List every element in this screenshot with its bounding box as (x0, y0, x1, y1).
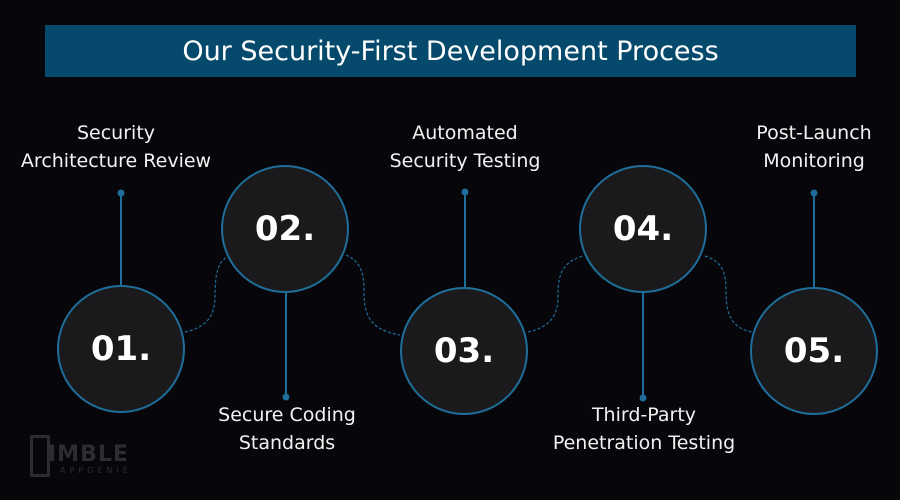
step-circle-03: 03. (400, 287, 528, 415)
step-circle-02: 02. (221, 165, 349, 293)
dashed-connector-1-2 (184, 257, 227, 333)
step-circle-04: 04. (579, 165, 707, 293)
step-label-02: Secure Coding Standards (218, 404, 356, 454)
title-banner: Our Security-First Development Process (45, 25, 856, 77)
step-number: 02. (254, 209, 316, 249)
step-circle-05: 05. (750, 287, 878, 415)
step-number: 01. (90, 329, 152, 369)
dashed-connector-2-3 (345, 254, 401, 336)
step-number: 04. (612, 209, 674, 249)
step-number: 03. (433, 331, 495, 371)
step-label-01: Security Architecture Review (20, 122, 212, 172)
dashed-connector-3-4 (527, 255, 584, 333)
step-label-03: Automated Security Testing (389, 122, 541, 172)
page-title: Our Security-First Development Process (182, 35, 719, 67)
logo-mark-icon (30, 435, 50, 477)
brand-logo: IMBLE APPGENIE (28, 432, 148, 482)
step-circle-01: 01. (57, 285, 185, 413)
step-label-05: Post-Launch Monitoring (756, 122, 872, 172)
step-number: 05. (783, 331, 845, 371)
dashed-connector-4-5 (704, 255, 753, 333)
step-label-04: Third-Party Penetration Testing (552, 404, 736, 454)
